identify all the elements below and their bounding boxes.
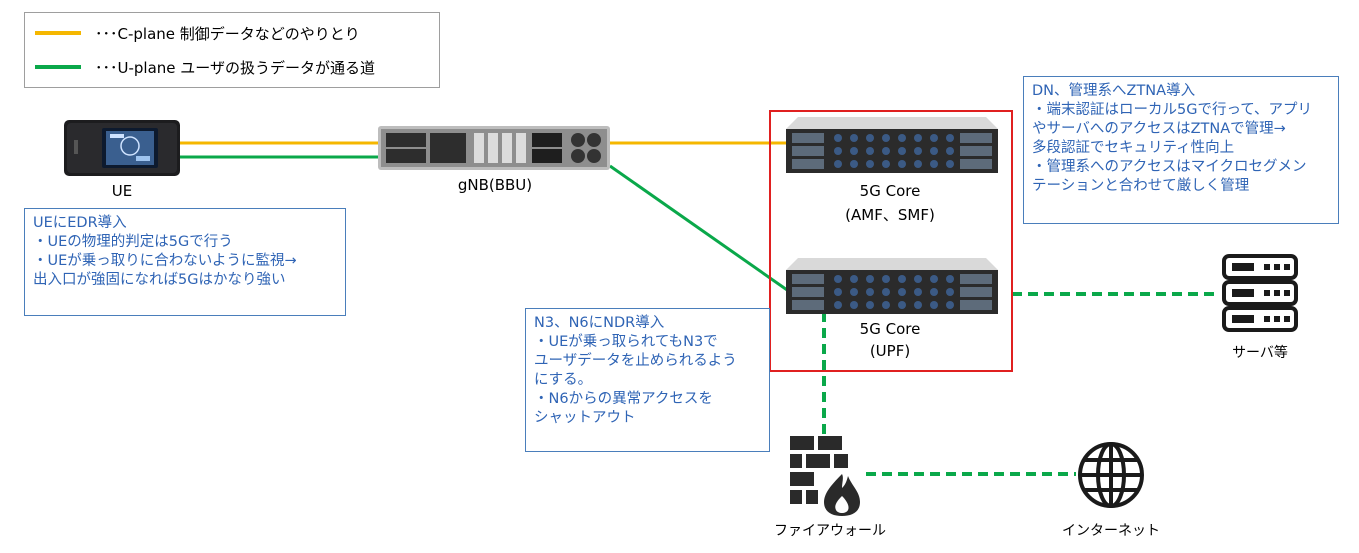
note-ztna-line: やサーバへのアクセスはZTNAで管理→ (1032, 121, 1286, 137)
u-plane-swatch (35, 65, 81, 69)
c-plane-swatch (35, 31, 81, 35)
note-ue-edr-line: ・UEが乗っ取りに合わないように監視→ (33, 253, 297, 269)
internet-label: インターネット (1062, 523, 1160, 539)
rack-server-icon (378, 126, 610, 170)
firewall-icon (790, 436, 860, 516)
note-ztna-line: ・端末認証はローカル5Gで行って、アプリ (1032, 102, 1313, 118)
legend-c-plane: ･･･C-plane 制御データなどのやりとり (35, 21, 360, 45)
note-ztna-line: テーションと合わせて厳しく管理 (1032, 178, 1250, 194)
core-amf-title: 5G Core (859, 182, 921, 200)
servers-label: サーバ等 (1232, 345, 1288, 361)
core-group-box (769, 110, 1013, 372)
note-ue-edr-line: ・UEの物理的判定は5Gで行う (33, 234, 233, 250)
note-ztna: DN、管理系へZTNA導入 ・端末認証はローカル5Gで行って、アプリ やサーバへ… (1023, 76, 1339, 224)
u-plane-link-gnb-upf (609, 164, 791, 294)
note-ndr-line: にする。 (534, 372, 593, 388)
router-device-icon (64, 120, 180, 176)
globe-icon (1078, 442, 1144, 508)
note-ndr: N3、N6にNDR導入 ・UEが乗っ取られてもN3で ユーザデータを止められるよ… (525, 308, 770, 452)
ue-label: UE (111, 182, 133, 200)
note-ndr-line: ユーザデータを止められるよう (534, 353, 737, 369)
legend: ･･･C-plane 制御データなどのやりとり ･･･U-plane ユーザの扱… (24, 12, 440, 88)
note-ndr-line: ・N6からの異常アクセスを (534, 391, 713, 407)
legend-c-plane-label: ･･･C-plane 制御データなどのやりとり (95, 24, 360, 43)
server-stack-icon (1222, 254, 1298, 332)
legend-u-plane-label: ･･･U-plane ユーザの扱うデータが通る道 (95, 58, 375, 77)
core-upf-subtitle: (UPF) (869, 342, 911, 360)
storage-server-icon (786, 258, 998, 314)
gnb-label: gNB(BBU) (457, 176, 533, 194)
note-ndr-line: N3、N6にNDR導入 (534, 315, 665, 331)
note-ztna-line: 多段認証でセキュリティ性向上 (1032, 140, 1235, 156)
note-ztna-line: DN、管理系へZTNA導入 (1032, 83, 1196, 99)
note-ndr-line: シャットアウト (534, 410, 636, 426)
note-ndr-line: ・UEが乗っ取られてもN3で (534, 334, 718, 350)
storage-server-icon (786, 117, 998, 173)
core-upf-title: 5G Core (859, 320, 921, 338)
note-ue-edr-line: UEにEDR導入 (33, 215, 127, 231)
note-ue-edr-line: 出入口が強固になれば5Gはかなり強い (33, 272, 286, 288)
note-ue-edr: UEにEDR導入 ・UEの物理的判定は5Gで行う ・UEが乗っ取りに合わないよう… (24, 208, 346, 316)
firewall-label: ファイアウォール (774, 523, 886, 539)
core-amf-subtitle: (AMF、SMF) (845, 206, 935, 224)
legend-u-plane: ･･･U-plane ユーザの扱うデータが通る道 (35, 55, 375, 79)
note-ztna-line: ・管理系へのアクセスはマイクロセグメン (1032, 159, 1307, 175)
